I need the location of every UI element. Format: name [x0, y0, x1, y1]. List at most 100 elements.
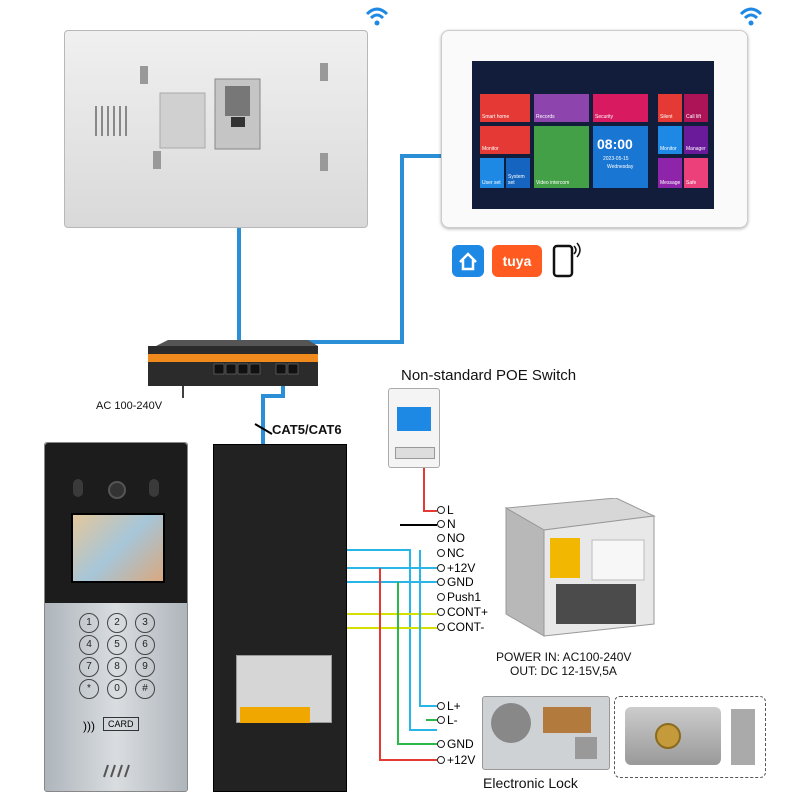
phone-icon	[552, 242, 581, 278]
keypad-key[interactable]: 5	[107, 635, 127, 655]
outdoor-station-back	[213, 444, 347, 792]
tuya-app-icon: tuya	[492, 245, 542, 277]
tile-records[interactable]: Records	[534, 94, 589, 122]
keypad-key[interactable]: 1	[79, 613, 99, 633]
tile-security[interactable]: Security	[593, 94, 648, 122]
poe-switch	[148, 340, 318, 386]
wire-red-12V	[379, 568, 437, 761]
camera-led-left	[73, 479, 83, 497]
terminal-dot-icon	[437, 564, 445, 572]
cable-cut-mark	[254, 423, 273, 435]
cable-label: CAT5/CAT6	[272, 422, 342, 437]
keypad-key[interactable]: 7	[79, 657, 99, 677]
terminal-label: GND	[447, 575, 474, 589]
terminal-lock: GND	[437, 737, 474, 751]
clock-day: Wednesday	[607, 164, 634, 170]
tile-call-lift[interactable]: Call lift	[684, 94, 708, 122]
poe-switch-label: Non-standard POE Switch	[401, 367, 577, 384]
keypad-key[interactable]: *	[79, 679, 99, 699]
terminal-supply: CONT-	[437, 620, 484, 634]
ac-input-label: AC 100-240V	[96, 400, 163, 412]
monitor-back-details	[95, 63, 328, 171]
tile-monitor-2[interactable]: Monitor	[658, 126, 682, 154]
rfid-icon: )))	[83, 719, 95, 733]
tile-monitor[interactable]: Monitor	[480, 126, 530, 154]
clock-time: 08:00	[597, 136, 633, 152]
camera-led-right	[149, 479, 159, 497]
wire-green-GND	[397, 582, 437, 745]
terminal-supply: GND	[437, 575, 474, 589]
keypad-key[interactable]: 2	[107, 613, 127, 633]
terminal-label: NC	[447, 546, 465, 560]
terminal-dot-icon	[437, 593, 445, 601]
terminal-label: CONT+	[447, 605, 489, 619]
terminal-label: L	[447, 503, 454, 517]
tile-message[interactable]: Message	[658, 158, 682, 188]
monitor-screen: Smart home Records Security Monitor User…	[472, 61, 714, 209]
tile-video-intercom[interactable]: Video intercom	[534, 126, 589, 188]
lock-internal	[482, 696, 610, 770]
terminal-label: Push1	[447, 590, 482, 604]
terminal-lock: +12V	[437, 753, 475, 767]
tile-safe[interactable]: Safe	[684, 158, 708, 188]
terminal-label: L-	[447, 713, 458, 727]
terminal-dot-icon	[437, 534, 445, 542]
terminal-dot-icon	[437, 702, 445, 710]
circuit-breaker	[388, 388, 440, 468]
tile-silent[interactable]: Silent	[658, 94, 682, 122]
terminal-label: L+	[447, 699, 461, 713]
power-supply	[496, 497, 656, 638]
terminal-dot-icon	[437, 520, 445, 528]
indoor-monitor-back	[64, 30, 368, 228]
terminal-supply: Push1	[437, 590, 481, 604]
tile-smart-home[interactable]: Smart home	[480, 94, 530, 122]
keypad-key[interactable]: 9	[135, 657, 155, 677]
terminal-supply: NC	[437, 546, 464, 560]
terminal-label: N	[447, 517, 456, 531]
wire-lock-L-plus	[419, 550, 437, 707]
camera-lens	[108, 481, 126, 499]
tile-clock: 08:00 2023-05-15 Wednesday	[593, 126, 648, 188]
speaker-grille-icon	[103, 764, 130, 778]
terminal-label: CONT-	[447, 620, 485, 634]
terminal-label: +12V	[447, 561, 476, 575]
keypad-key[interactable]: 8	[107, 657, 127, 677]
clock-date: 2023-05-15	[603, 156, 629, 162]
lock-label: Electronic Lock	[483, 775, 578, 791]
terminal-supply: NO	[437, 531, 465, 545]
terminal-dot-icon	[437, 578, 445, 586]
terminal-dot-icon	[437, 716, 445, 724]
keypad-key[interactable]: 6	[135, 635, 155, 655]
tile-user-set[interactable]: User set	[480, 158, 504, 188]
terminal-label: GND	[447, 737, 474, 751]
keypad-key[interactable]: #	[135, 679, 155, 699]
card-label: CARD	[103, 717, 139, 731]
power-label-line1: POWER IN: AC100-240V	[496, 650, 632, 664]
terminal-dot-icon	[437, 506, 445, 514]
wifi-icon	[739, 7, 763, 26]
tile-system-set[interactable]: System set	[506, 158, 530, 188]
terminal-supply: +12V	[437, 561, 475, 575]
tile-manager[interactable]: Manager	[684, 126, 708, 154]
terminal-lock: L+	[437, 699, 461, 713]
keypad-key[interactable]: 3	[135, 613, 155, 633]
card-reader: ))) CARD	[83, 717, 155, 737]
terminal-supply: N	[437, 517, 456, 531]
lock-exterior	[614, 696, 766, 778]
terminal-dot-icon	[437, 549, 445, 557]
home-app-icon	[452, 245, 484, 277]
terminal-label: +12V	[447, 753, 476, 767]
tuya-logo-text: tuya	[502, 253, 532, 269]
keypad-key[interactable]: 4	[79, 635, 99, 655]
key-cylinder-icon	[655, 723, 681, 749]
outdoor-display	[71, 513, 165, 583]
terminal-dot-icon	[437, 608, 445, 616]
terminal-dot-icon	[437, 623, 445, 631]
terminal-dot-icon	[437, 756, 445, 764]
back-connector	[240, 707, 310, 723]
terminal-label: NO	[447, 531, 465, 545]
keypad-key[interactable]: 0	[107, 679, 127, 699]
wire-breaker-L	[423, 462, 437, 512]
